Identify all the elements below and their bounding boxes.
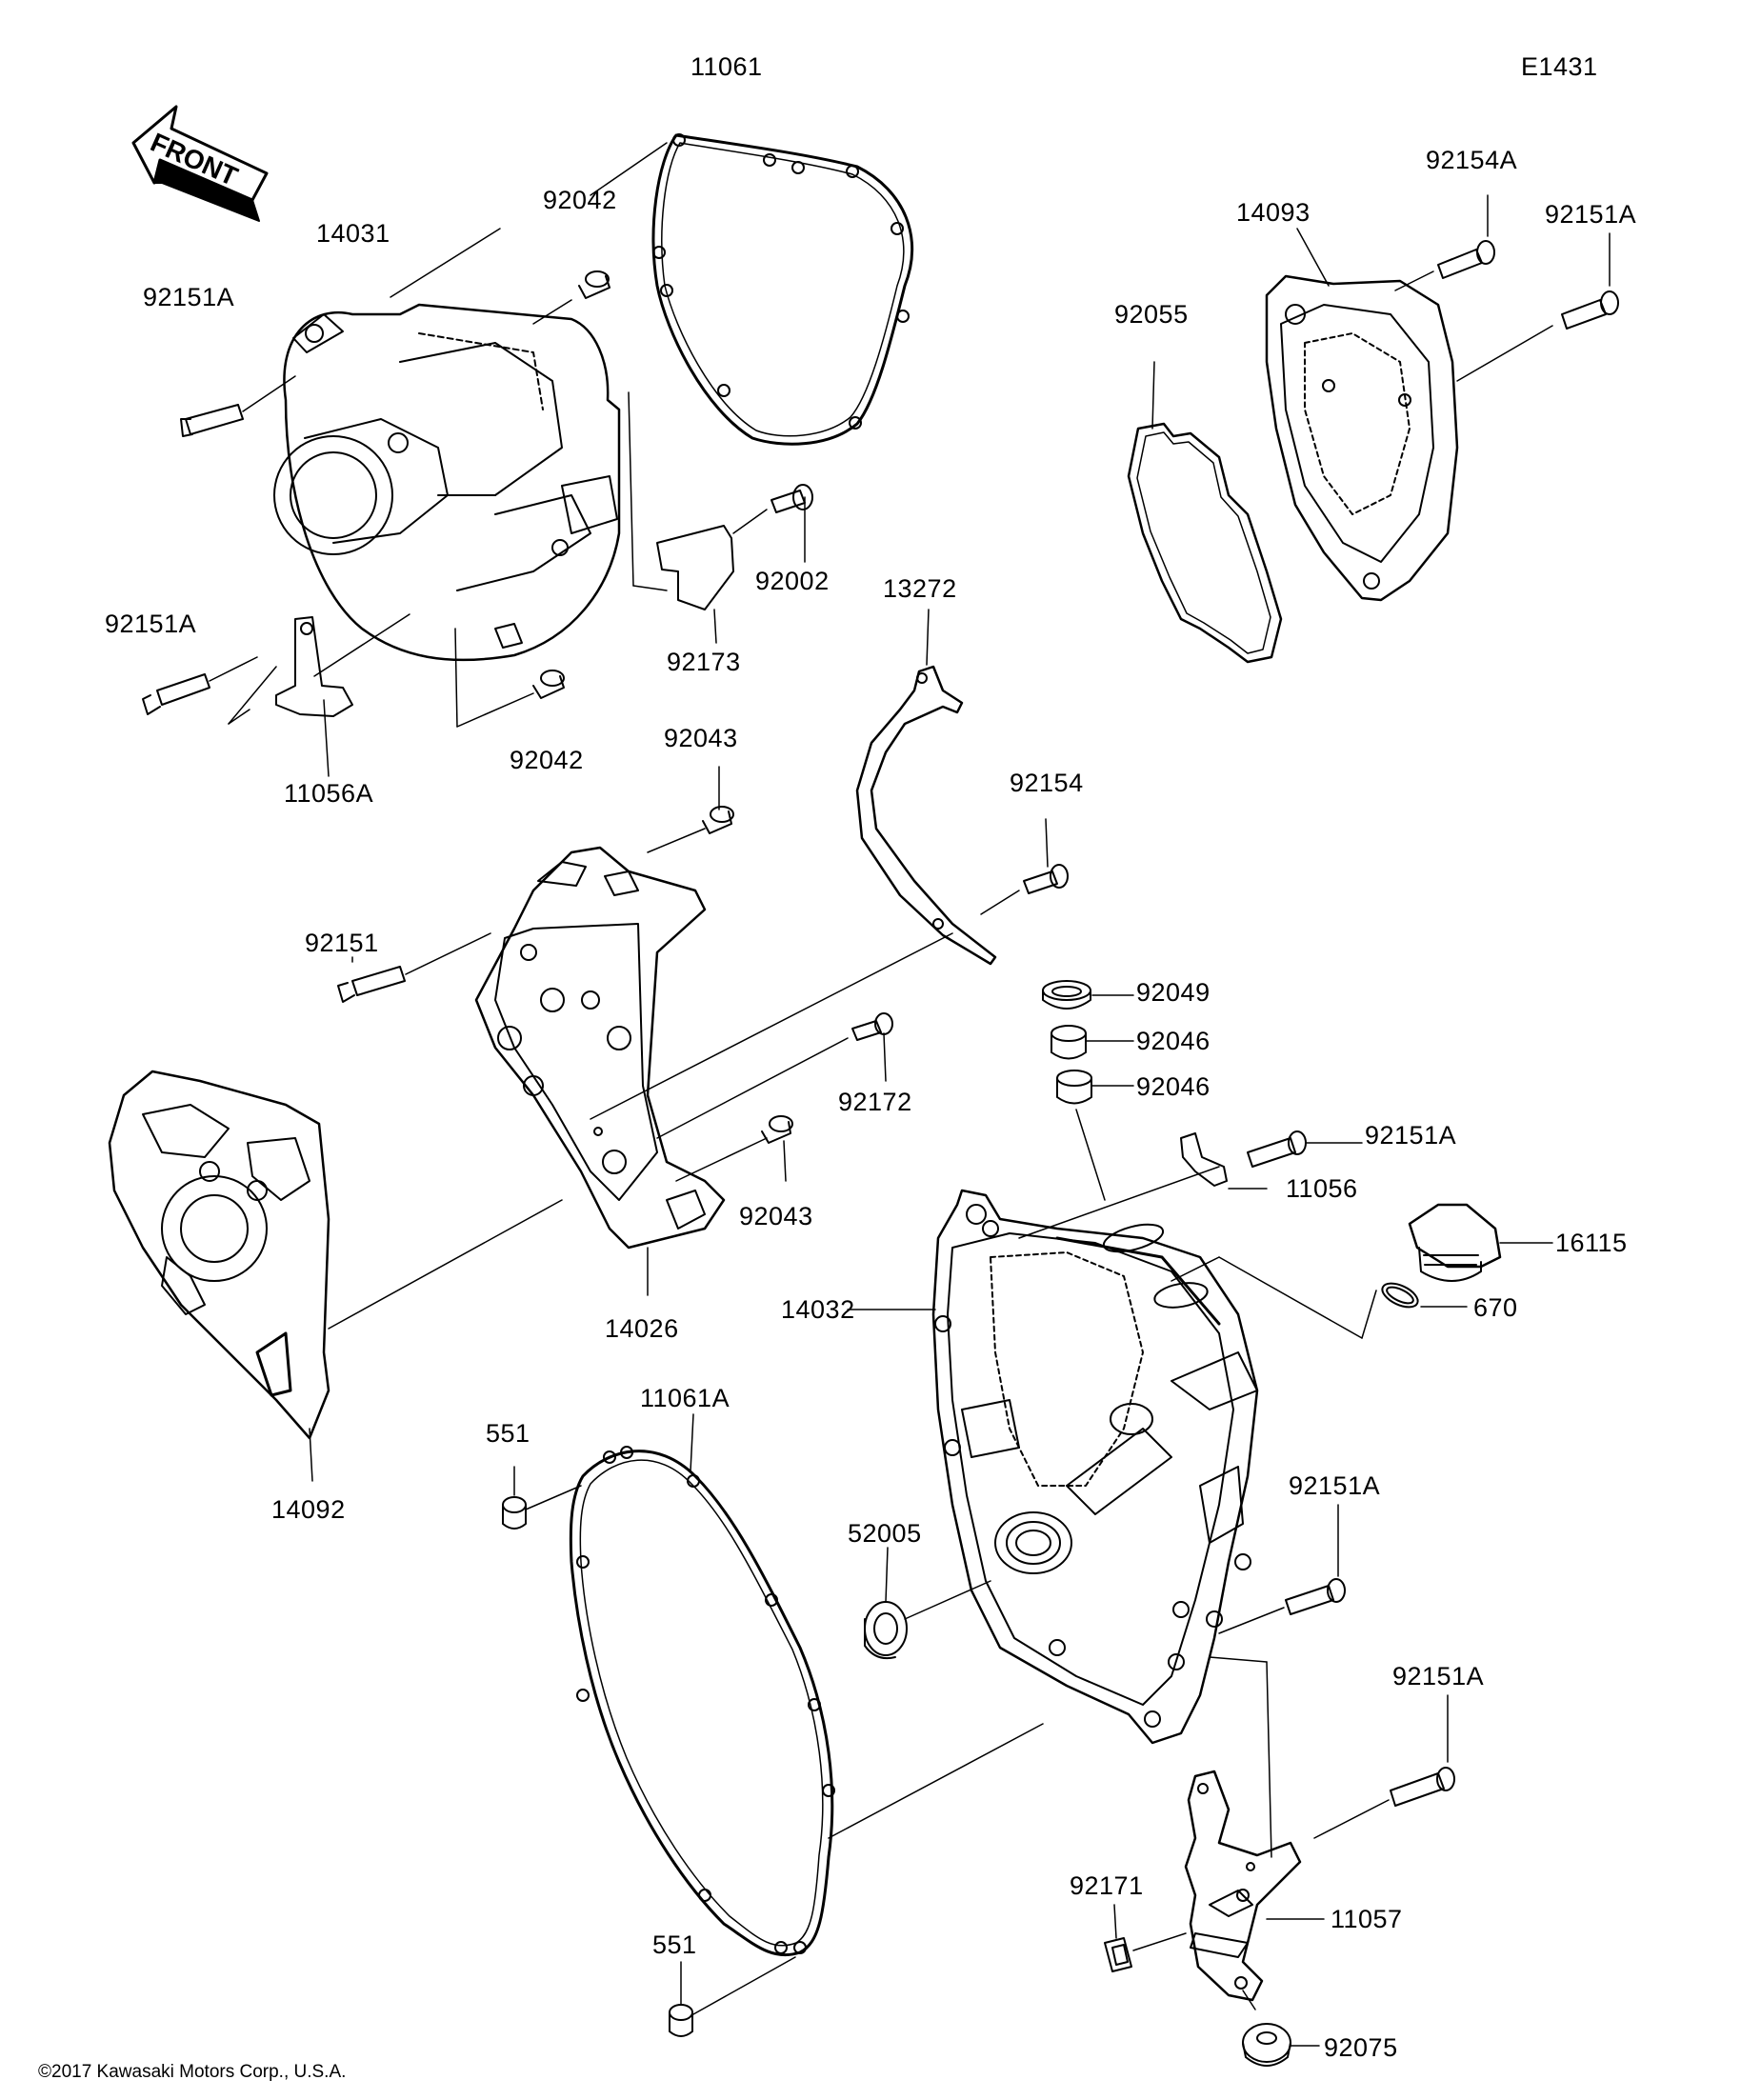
label-92151A-4[interactable]: 92151A: [1365, 1121, 1457, 1150]
label-14031[interactable]: 14031: [316, 219, 390, 248]
part-92151A-bolt-1: [180, 375, 296, 437]
part-11057-bracket: [1184, 1770, 1325, 2002]
part-14092-guard: [108, 1070, 563, 1482]
label-92046-b[interactable]: 92046: [1136, 1072, 1211, 1101]
label-92055[interactable]: 92055: [1114, 300, 1189, 329]
part-670-o-ring: [1171, 1256, 1468, 1339]
label-92151A-5[interactable]: 92151A: [1289, 1471, 1381, 1500]
label-11056[interactable]: 11056: [1286, 1174, 1358, 1203]
part-92151A-bolt-2: [142, 656, 258, 715]
label-92172[interactable]: 92172: [838, 1088, 912, 1116]
part-92075-grommet: [1242, 1990, 1320, 2067]
label-52005[interactable]: 52005: [848, 1519, 922, 1548]
part-92151A-bolt-4: [1247, 1130, 1363, 1168]
part-92154-bolt: [980, 818, 1069, 915]
part-92042-dowel-top: [532, 270, 610, 325]
label-551-top[interactable]: 551: [486, 1419, 530, 1448]
label-92151[interactable]: 92151: [305, 929, 379, 957]
part-92172-screw: [656, 1012, 893, 1139]
diagram-id: E1431: [1521, 52, 1598, 81]
part-92151A-bolt-6: [1313, 1694, 1455, 1839]
label-92151A-6[interactable]: 92151A: [1392, 1662, 1485, 1690]
part-52005-seal: [864, 1547, 991, 1660]
label-11056A[interactable]: 11056A: [284, 779, 374, 808]
label-92075[interactable]: 92075: [1324, 2033, 1398, 2062]
label-92043-top[interactable]: 92043: [664, 724, 738, 752]
label-11061[interactable]: 11061: [690, 52, 763, 81]
label-92154A[interactable]: 92154A: [1426, 146, 1518, 174]
part-92042-dowel-bottom: [454, 628, 565, 728]
label-14092[interactable]: 14092: [271, 1495, 346, 1524]
label-92042-top[interactable]: 92042: [543, 186, 617, 214]
label-11061A[interactable]: 11061A: [640, 1384, 730, 1412]
part-11056-clip: [1018, 1132, 1268, 1239]
part-16115-cap: [1408, 1203, 1553, 1282]
part-11056A-bracket: [228, 613, 410, 777]
part-11061A-gasket: [569, 1413, 1044, 2015]
part-92046-bushing-b: [1056, 1070, 1134, 1201]
part-92049-seal: [1042, 980, 1134, 1010]
part-92154A-bolt: [1394, 194, 1495, 291]
label-92154[interactable]: 92154: [1010, 769, 1084, 797]
part-92046-bushing-a: [1051, 1025, 1134, 1060]
part-92173-bracket: [656, 509, 768, 644]
part-92055-gasket: [1127, 361, 1283, 664]
label-14032[interactable]: 14032: [781, 1295, 855, 1324]
label-92171[interactable]: 92171: [1070, 1871, 1144, 1900]
part-92043-dowel-top: [647, 766, 734, 853]
part-13272-gasket: [855, 609, 997, 966]
part-11061-gasket: [590, 133, 914, 446]
copyright-notice: ©2017 Kawasaki Motors Corp., U.S.A.: [38, 2062, 347, 2082]
part-92151A-bolt-5: [1218, 1504, 1346, 1634]
part-551-dowel-bottom: [669, 1961, 693, 2037]
label-13272[interactable]: 13272: [883, 574, 957, 603]
part-14026-cover: [474, 846, 726, 1296]
part-92002-bolt: [770, 484, 813, 563]
part-92151-bolt: [337, 932, 491, 1003]
label-92151A-3[interactable]: 92151A: [1545, 200, 1637, 229]
label-92042-bottom[interactable]: 92042: [510, 746, 584, 774]
label-14026[interactable]: 14026: [605, 1314, 679, 1343]
part-14031-generator-cover: [273, 303, 621, 662]
label-92046-a[interactable]: 92046: [1136, 1027, 1211, 1055]
label-14093[interactable]: 14093: [1236, 198, 1311, 227]
label-92151A-1[interactable]: 92151A: [143, 283, 235, 311]
part-14093-cover: [1265, 228, 1459, 602]
label-92151A-2[interactable]: 92151A: [105, 610, 197, 638]
part-551-dowel-top: [502, 1466, 582, 1530]
label-92002[interactable]: 92002: [755, 567, 830, 595]
label-551-bottom[interactable]: 551: [652, 1930, 697, 1959]
label-670[interactable]: 670: [1473, 1293, 1518, 1322]
label-92043-bottom[interactable]: 92043: [739, 1202, 813, 1230]
part-92043-dowel-bottom: [675, 1115, 793, 1182]
part-92151A-bolt-3: [1456, 232, 1619, 382]
label-16115[interactable]: 16115: [1555, 1229, 1628, 1257]
part-14032-clutch-cover: [847, 1189, 1259, 1745]
label-92049[interactable]: 92049: [1136, 978, 1211, 1007]
label-11057[interactable]: 11057: [1331, 1905, 1403, 1933]
part-92171-clip: [1104, 1904, 1187, 1972]
label-92173[interactable]: 92173: [667, 648, 741, 676]
front-arrow-icon: FRONT: [131, 105, 269, 222]
